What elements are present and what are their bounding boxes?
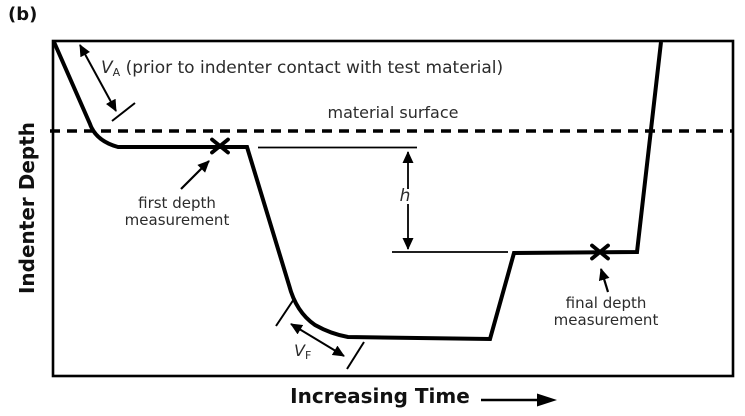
first-depth-callout-arrow <box>180 160 210 190</box>
final-depth-x-marker <box>590 243 610 261</box>
va-subscript: A <box>112 66 121 79</box>
vf-dimension-tick-upper <box>275 298 295 327</box>
va-dimension-tick <box>111 102 136 122</box>
va-dimension-arrow <box>79 44 117 112</box>
va-annotation: VA (prior to indenter contact with test … <box>101 58 503 79</box>
final-depth-label-line2: measurement <box>553 311 659 329</box>
va-text: (prior to indenter contact with test mat… <box>120 58 504 78</box>
first-depth-x-marker <box>210 137 230 155</box>
final-depth-label-line1: final depth <box>565 294 647 312</box>
vf-dimension-arrow <box>290 323 345 357</box>
final-depth-callout-arrow <box>598 268 610 293</box>
material-surface-label: material surface <box>327 103 459 122</box>
x-axis-label: Increasing Time <box>290 384 470 408</box>
vf-symbol: V <box>294 341 305 360</box>
first-depth-label-line1: first depth <box>138 194 216 212</box>
y-axis-label: Indenter Depth <box>15 121 39 295</box>
first-depth-label: first depth measurement <box>125 195 230 229</box>
first-depth-label-line2: measurement <box>124 211 230 229</box>
vf-subscript: F <box>304 349 312 362</box>
vf-dimension-tick-lower <box>346 341 365 370</box>
va-symbol: V <box>101 58 113 78</box>
vf-annotation: VF <box>294 341 311 362</box>
h-dimension-label: h <box>399 186 411 206</box>
final-depth-label: final depth measurement <box>554 295 659 329</box>
time-direction-arrow <box>481 393 557 407</box>
plot-frame <box>51 39 735 378</box>
panel-label: (b) <box>8 4 38 25</box>
